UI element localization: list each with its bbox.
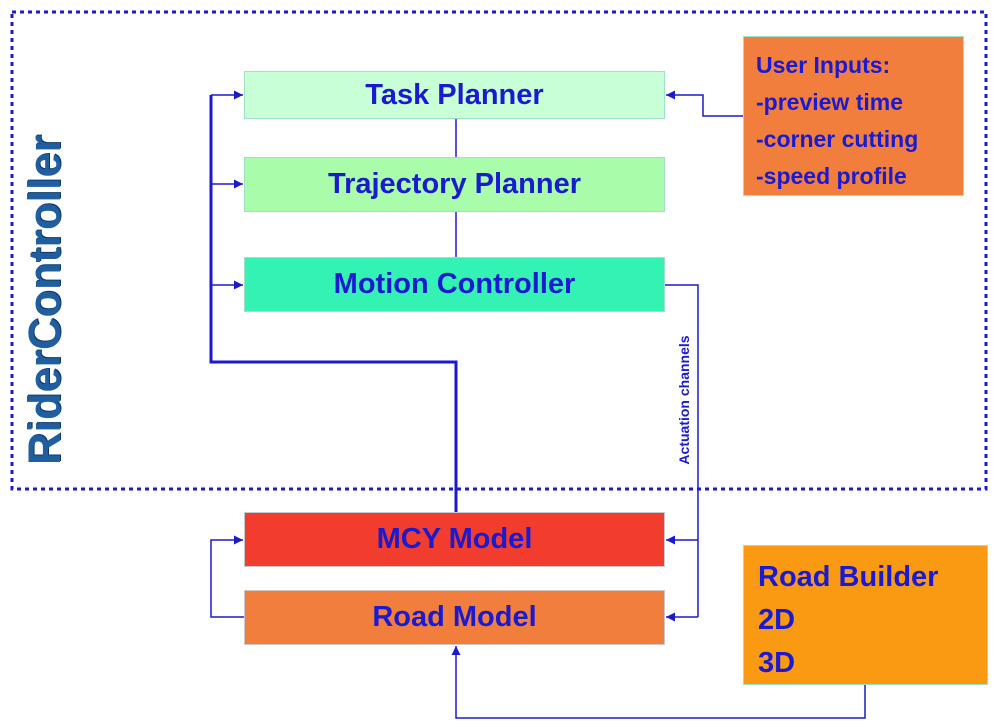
motion-controller-block: Motion Controller: [244, 257, 665, 312]
road-builder-arrow: [451, 646, 866, 719]
actuation-label-text: Actuation channels: [676, 335, 692, 465]
user-input-item: -preview time: [756, 89, 903, 115]
user-inputs-block: User Inputs: -preview time -corner cutti…: [743, 36, 964, 196]
mcy-model-block: MCY Model: [244, 512, 665, 567]
road-to-mcy-arrow: [210, 535, 244, 618]
controller-boundary: [10, 10, 988, 491]
road-model-block: Road Model: [244, 590, 665, 645]
road-builder-block: Road Builder 2D 3D: [743, 545, 988, 685]
user-inputs-heading: User Inputs:: [756, 52, 891, 78]
feedback-line: [209, 95, 458, 512]
user-input-item: -corner cutting: [756, 126, 919, 152]
user-inputs-arrow: [666, 90, 743, 117]
road-builder-2d: 2D: [758, 604, 796, 636]
user-input-item: -speed profile: [756, 163, 907, 189]
road-builder-title: Road Builder: [758, 561, 939, 593]
trajectory-planner-block: Trajectory Planner: [244, 157, 665, 212]
actuation-line: [665, 284, 699, 617]
road-builder-3d: 3D: [758, 647, 796, 679]
controller-title: RiderController: [19, 134, 70, 466]
task-planner-block: Task Planner: [244, 71, 665, 119]
